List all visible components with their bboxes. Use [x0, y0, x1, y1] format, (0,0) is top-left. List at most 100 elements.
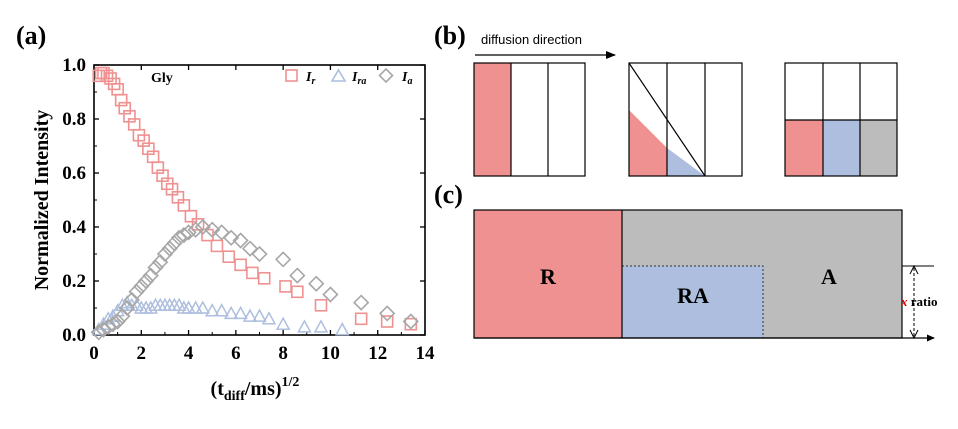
legend: Ir Ira Ia: [285, 67, 412, 87]
box3-blue-cell: [823, 120, 860, 176]
box2-red-region: [629, 110, 667, 176]
region-r-label: R: [540, 264, 557, 289]
data-point-ir: [257, 271, 271, 285]
data-point-ia: [187, 221, 204, 238]
box1-red-cell: [474, 63, 511, 176]
data-point-ia: [402, 313, 419, 330]
legend-marker-diamond: [378, 67, 394, 84]
region-a-label: A: [821, 264, 837, 289]
data-point-ia: [289, 267, 306, 284]
legend-item-ia: Ia: [378, 67, 412, 87]
box2-frame: [628, 62, 743, 177]
data-point-ia: [156, 245, 174, 263]
x-tick-label: 14: [416, 343, 436, 364]
y-tick-label: 0.8: [62, 109, 86, 130]
data-point-ira: [334, 322, 350, 336]
region-r-fill: [474, 210, 622, 338]
y-axis-title: Normalized Intensity: [31, 110, 53, 291]
data-point-ia: [222, 229, 240, 246]
data-point-ia: [251, 245, 268, 263]
data-point-ir: [246, 266, 259, 280]
data-point-ia: [109, 313, 126, 330]
legend-label-ia: Ia: [401, 70, 412, 87]
x-tick-label: 2: [137, 343, 147, 364]
x-tick-label: 10: [321, 343, 340, 364]
ratio-label-text: ratio: [908, 294, 938, 309]
data-point-ia: [123, 291, 140, 309]
data-point-ir: [404, 317, 418, 331]
data-point-ir: [177, 199, 191, 212]
data-point-ia: [353, 294, 370, 311]
data-point-ia: [232, 232, 249, 249]
data-point-ira: [223, 305, 239, 320]
data-point-ira: [214, 303, 229, 317]
data-point-ia: [379, 305, 396, 322]
diffusion-direction-label: diffusion direction: [481, 32, 582, 47]
data-point-ia: [161, 240, 178, 257]
region-ra-fill: [621, 265, 764, 339]
data-point-ira: [297, 319, 312, 333]
box1-frame: [473, 62, 586, 177]
data-point-ir: [279, 280, 292, 293]
data-point-ira: [261, 311, 277, 325]
plot-frame: [93, 64, 426, 336]
legend-marker-square: [285, 69, 298, 82]
data-point-ia: [166, 235, 183, 252]
data-point-ir: [354, 312, 368, 326]
x-axis-title: (tdiff/ms)1/2: [211, 375, 300, 404]
x-axis-title-sup: 1/2: [282, 375, 300, 390]
data-point-ia: [118, 299, 136, 317]
y-tick-label: 0.2: [62, 271, 86, 292]
data-point-ia: [128, 283, 145, 300]
ratio-arrow-down: [909, 329, 919, 340]
data-point-ir: [234, 258, 247, 272]
x-tick-label: 12: [368, 343, 387, 364]
schematic-box-3: [784, 62, 898, 177]
data-point-ia: [194, 218, 211, 236]
data-point-ira: [252, 308, 267, 322]
data-point-ir: [291, 285, 304, 299]
data-point-ia: [104, 316, 122, 333]
data-point-ia: [137, 272, 155, 290]
data-point-ir: [100, 69, 114, 83]
legend-marker-triangle: [330, 68, 347, 82]
x-tick-label: 8: [278, 343, 288, 364]
ratio-arrow-up: [909, 264, 919, 275]
data-point-ira: [143, 300, 159, 314]
ratio-label-x: x: [900, 294, 908, 309]
data-point-ia: [213, 224, 230, 241]
data-point-ira: [204, 303, 220, 317]
sample-label: Gly: [151, 71, 173, 86]
box2-blue-region: [667, 148, 705, 176]
data-point-ira: [188, 300, 203, 314]
data-point-ia: [204, 221, 221, 238]
y-tick-label: 0.0: [62, 325, 86, 346]
panel-c-label: (c): [434, 180, 463, 209]
data-point-ia: [175, 226, 192, 244]
data-point-ir: [114, 93, 128, 107]
panel-c: (c) R RA A x ratio: [434, 180, 937, 342]
legend-item-ira: Ira: [330, 68, 366, 87]
data-point-ia: [133, 278, 150, 295]
box3-gray-cell: [860, 120, 897, 176]
ratio-label: x ratio: [900, 294, 937, 309]
region-ra-label: RA: [677, 283, 709, 308]
y-axis-ticks: 0.00.20.40.60.81.0: [62, 55, 425, 346]
box3-red-cell: [785, 120, 823, 176]
data-point-ir: [380, 315, 394, 328]
data-point-ia: [322, 286, 339, 303]
data-point-ir: [184, 209, 198, 223]
y-tick-label: 1.0: [62, 55, 86, 76]
data-point-ir: [314, 298, 328, 312]
data-point-ia: [180, 224, 197, 241]
data-point-ia: [275, 251, 292, 268]
schematic-box-1: [473, 62, 586, 177]
data-point-ir: [210, 239, 224, 253]
panel-a-label: (a): [16, 21, 46, 50]
data-point-ia: [308, 275, 325, 292]
x-axis-title-sub: diff: [224, 389, 245, 404]
data-point-ira: [242, 308, 258, 322]
